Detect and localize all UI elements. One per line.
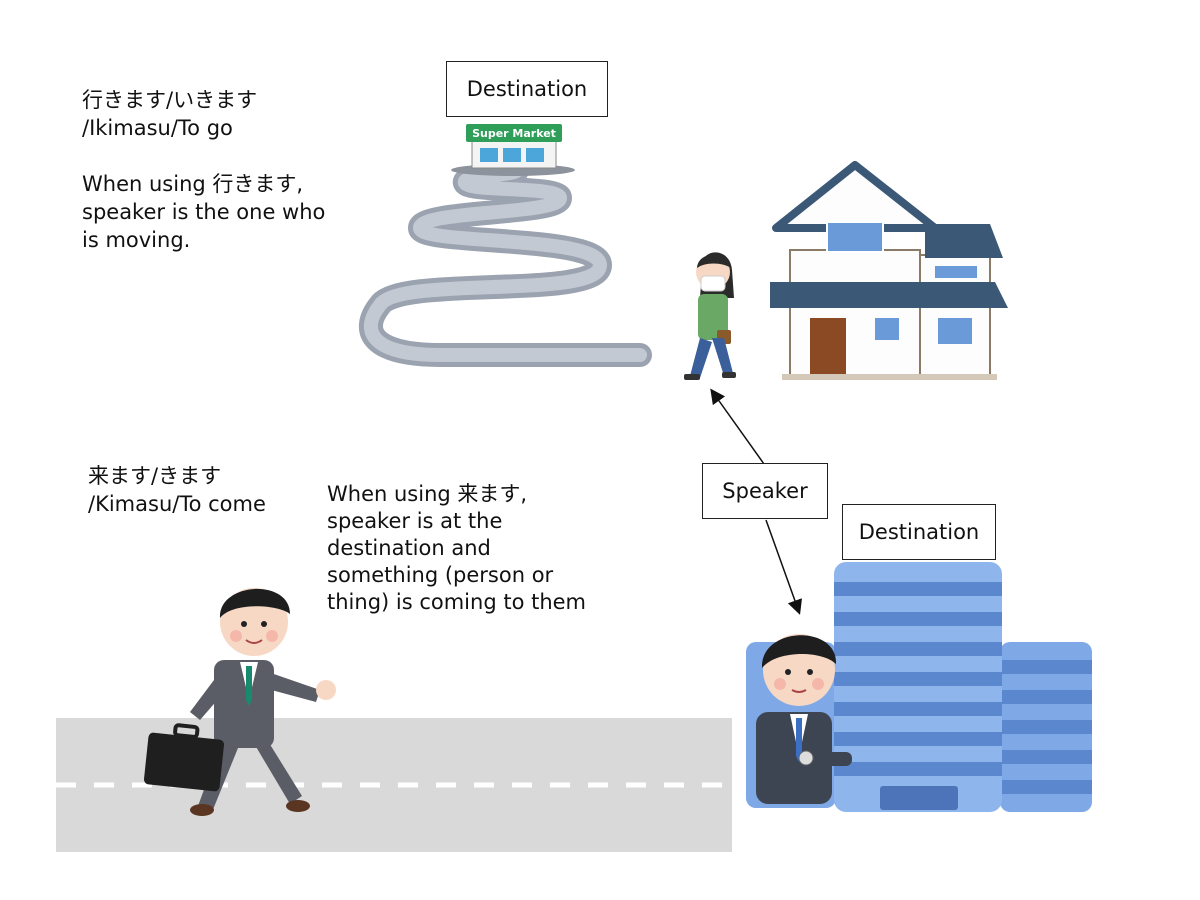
iku-heading: 行きます/いきます xyxy=(82,88,258,112)
kuru-explanation-1: When using 来ます, xyxy=(327,482,528,506)
iku-explanation-3: is moving. xyxy=(82,228,191,252)
supermarket-sign: Super Market xyxy=(472,127,556,140)
kuru-romaji: /Kimasu/To come xyxy=(88,492,266,516)
running-businessman xyxy=(143,588,336,816)
kuru-explanation-2: speaker is at the xyxy=(327,509,503,533)
arrow-to-businessman xyxy=(765,519,803,615)
supermarket: Super Market xyxy=(451,124,575,176)
speaker-label: Speaker xyxy=(702,463,828,519)
iku-explanation-1: When using 行きます, xyxy=(82,172,304,196)
winding-path xyxy=(359,156,652,367)
iku-explanation-2: speaker is the one who xyxy=(82,200,326,224)
arrow-to-woman xyxy=(710,388,765,465)
kuru-explanation-3: destination and xyxy=(327,536,491,560)
destination-label-top: Destination xyxy=(446,61,608,117)
kuru-heading: 来ます/きます xyxy=(88,464,222,488)
iku-romaji: /Ikimasu/To go xyxy=(82,116,233,140)
kuru-explanation-4: something (person or xyxy=(327,563,554,587)
kuru-explanation-5: thing) is coming to them xyxy=(327,590,587,614)
destination-label-bottom: Destination xyxy=(842,504,996,560)
house xyxy=(770,161,1008,380)
waiting-businessman xyxy=(756,634,852,804)
walking-woman xyxy=(684,252,736,380)
